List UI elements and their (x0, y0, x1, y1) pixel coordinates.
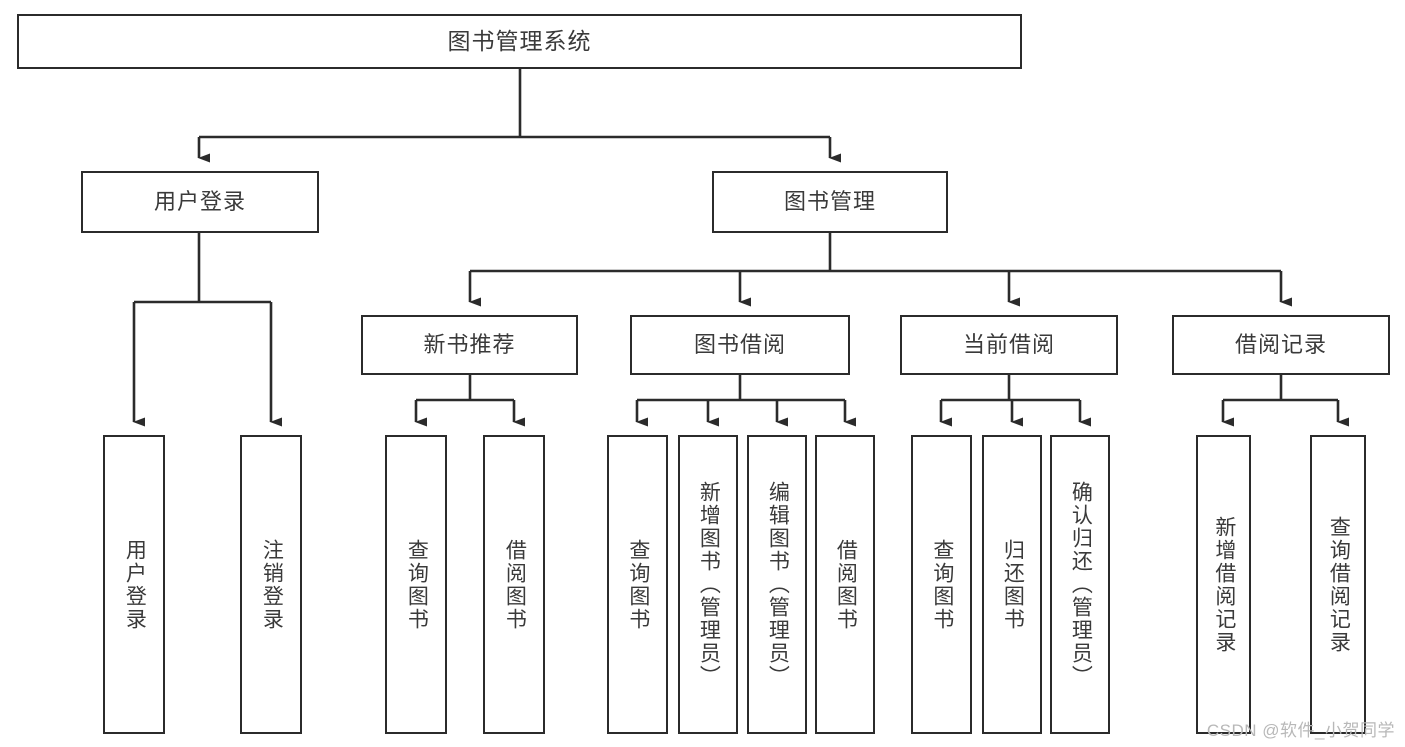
leaf-confirm-return-admin[interactable]: 确认归还（管理员） (1050, 435, 1110, 734)
leaf-add-book-admin[interactable]: 新增图书（管理员） (678, 435, 738, 734)
node-label: 编辑图书（管理员） (766, 481, 790, 688)
leaf-query-borrow-record[interactable]: 查询借阅记录 (1310, 435, 1366, 734)
node-label: 查询图书 (930, 538, 954, 631)
node-current-borrow[interactable]: 当前借阅 (900, 315, 1118, 375)
node-label: 借阅记录 (1234, 332, 1327, 358)
node-label: 用户登录 (123, 538, 147, 631)
node-borrow-record[interactable]: 借阅记录 (1172, 315, 1390, 375)
node-label: 图书管理 (783, 189, 876, 215)
node-label: 用户登录 (153, 189, 246, 215)
node-root-system[interactable]: 图书管理系统 (17, 14, 1022, 69)
leaf-query-book-borrow[interactable]: 查询图书 (607, 435, 668, 734)
node-new-book-recommendation[interactable]: 新书推荐 (361, 315, 578, 375)
node-user-login[interactable]: 用户登录 (81, 171, 319, 233)
leaf-query-book-recommend[interactable]: 查询图书 (385, 435, 447, 734)
leaf-user-login[interactable]: 用户登录 (103, 435, 165, 734)
node-label: 图书管理系统 (447, 27, 592, 54)
node-label: 借阅图书 (834, 538, 858, 631)
leaf-borrow-book-recommend[interactable]: 借阅图书 (483, 435, 545, 734)
node-label: 借阅图书 (503, 538, 527, 631)
node-book-management[interactable]: 图书管理 (712, 171, 948, 233)
node-label: 查询图书 (405, 538, 429, 631)
leaf-query-book-current[interactable]: 查询图书 (911, 435, 972, 734)
node-book-borrow[interactable]: 图书借阅 (630, 315, 850, 375)
node-label: 查询图书 (626, 538, 650, 631)
node-label: 归还图书 (1001, 538, 1025, 631)
node-label: 图书借阅 (693, 332, 786, 358)
node-label: 当前借阅 (962, 332, 1055, 358)
leaf-edit-book-admin[interactable]: 编辑图书（管理员） (747, 435, 807, 734)
node-label: 注销登录 (260, 538, 284, 631)
leaf-return-book[interactable]: 归还图书 (982, 435, 1042, 734)
node-label: 新增图书（管理员） (697, 481, 721, 688)
watermark-text: CSDN @软件_小贺同学 (1206, 721, 1395, 740)
leaf-add-borrow-record[interactable]: 新增借阅记录 (1196, 435, 1251, 734)
node-label: 新增借阅记录 (1212, 515, 1236, 654)
node-label: 查询借阅记录 (1327, 515, 1351, 654)
node-label: 确认归还（管理员） (1069, 481, 1093, 688)
leaf-logout[interactable]: 注销登录 (240, 435, 302, 734)
node-label: 新书推荐 (423, 332, 516, 358)
leaf-borrow-book[interactable]: 借阅图书 (815, 435, 875, 734)
